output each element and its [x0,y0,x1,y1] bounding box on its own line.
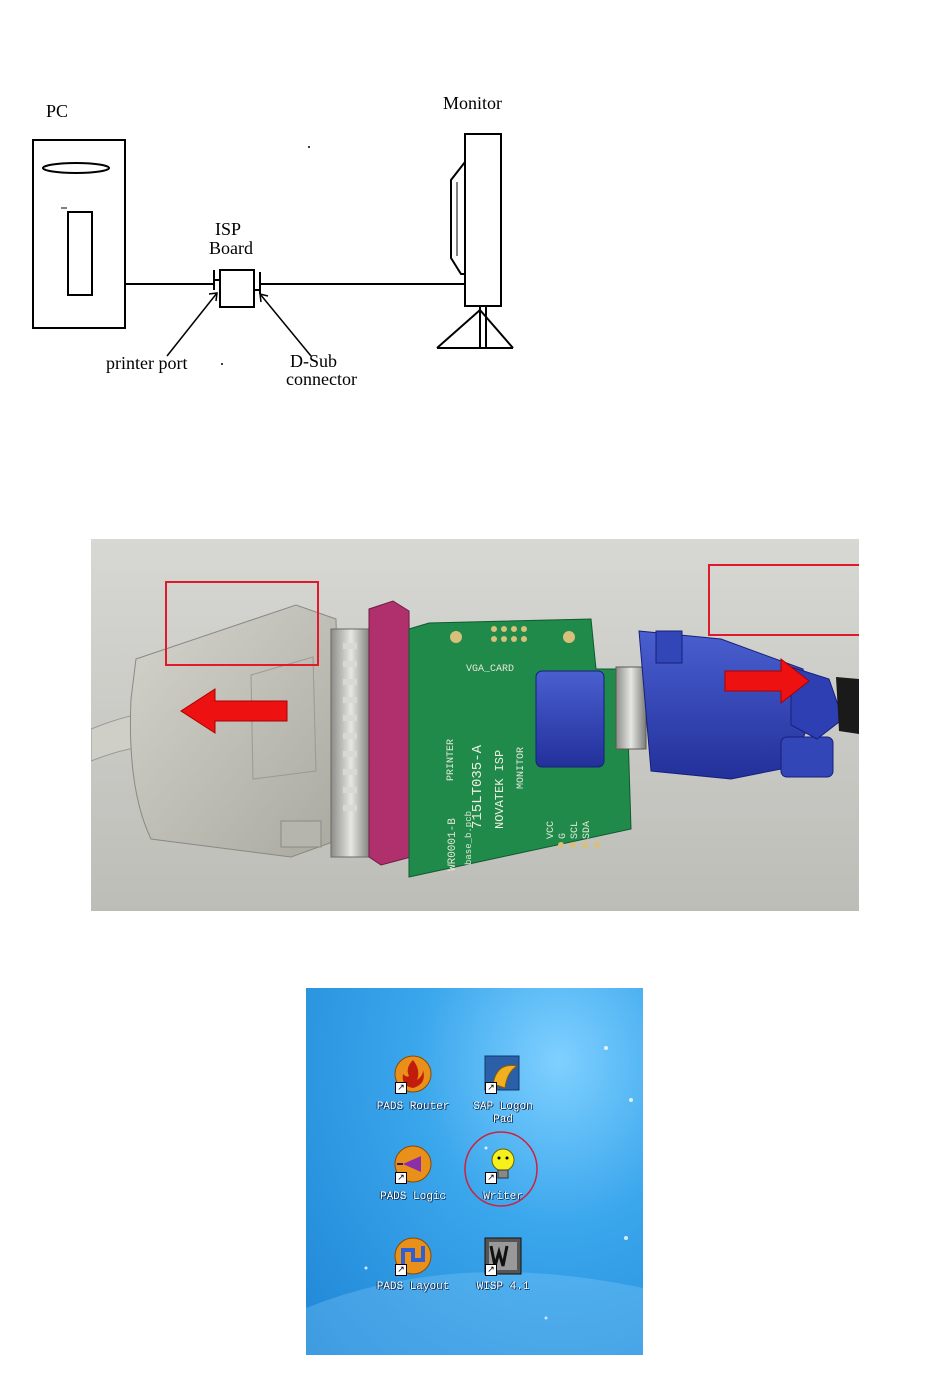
board-id-text: WR0001-B [447,818,459,871]
vga-card-text: VGA_CARD [466,664,514,675]
monitor-base [437,310,513,348]
maker-text: NOVATEK ISP [493,750,507,829]
connection-diagram: PC Monitor ISP Board printer port D-Sub … [24,90,544,400]
desktop-icon-pads-layout[interactable]: ↗ PADS Layout [368,1236,458,1316]
pc-panel [68,212,92,295]
desktop-screenshot: ↗ PADS Router ↗ SAP Logon Pad ↗ PADS Log… [306,988,643,1355]
monitor-back [451,162,465,274]
isp-board-photo: VGA_CARD PRINTER 715LT035-A NOVATEK ISP … [91,539,859,911]
isp-label: ISP [215,220,241,238]
icon-label-sap-line2: Pad [458,1114,548,1127]
pin-scl: SCL [570,821,581,839]
black-cable [836,677,859,734]
pin-g: G [558,833,569,839]
stray-dot-2 [221,363,223,365]
monitor-text: MONITOR [516,747,527,789]
vga-thumbscrew-bottom [781,737,833,777]
shortcut-arrow-icon: ↗ [395,1264,407,1276]
desktop-icon-sap-logon-pad[interactable]: ↗ SAP Logon Pad [458,1054,548,1134]
desktop-icon-pads-logic[interactable]: ↗ PADS Logic [368,1144,458,1224]
desktop-icon-wisp[interactable]: ↗ WISP 4.1 [458,1236,548,1316]
dsub-label: D-Sub [290,352,337,370]
shortcut-arrow-icon: ↗ [485,1082,497,1094]
diagram-drawing [24,90,544,400]
printer-port-label: printer port [106,354,187,372]
parallel-connector [369,601,411,865]
pin-sda: SDA [582,821,593,839]
connector-label: connector [286,370,357,388]
printer-port-arrow [167,293,217,356]
desktop-icon-pads-router[interactable]: ↗ PADS Router [368,1054,458,1134]
monitor-screen [465,134,501,306]
board-label: Board [209,239,253,257]
vga-female-socket [536,671,604,767]
icon-label-pads-layout: PADS Layout [368,1281,458,1294]
shortcut-arrow-icon: ↗ [485,1264,497,1276]
icon-label-pads-logic: PADS Logic [368,1191,458,1204]
photo-drawing: VGA_CARD PRINTER 715LT035-A NOVATEK ISP … [91,539,859,911]
icon-label-wisp: WISP 4.1 [458,1281,548,1294]
monitor-label: Monitor [443,94,502,112]
writer-highlight-circle [462,1130,542,1210]
vga-thumbscrew-top [656,631,682,663]
isp-board-box [220,270,254,307]
printer-text: PRINTER [446,739,457,781]
pc-label: PC [46,102,68,120]
icon-label-pads-router: PADS Router [368,1101,458,1114]
shortcut-arrow-icon: ↗ [395,1082,407,1094]
pin-vcc: VCC [546,821,557,839]
pcb-name-text: base_b.pcb [464,811,474,865]
shortcut-arrow-icon: ↗ [395,1172,407,1184]
db25-screw [281,821,321,847]
dsub-arrow [260,294,311,356]
icon-label-sap-line1: SAP Logon [458,1101,548,1114]
stray-dot [308,146,310,148]
vga-metal-shell [616,667,646,749]
